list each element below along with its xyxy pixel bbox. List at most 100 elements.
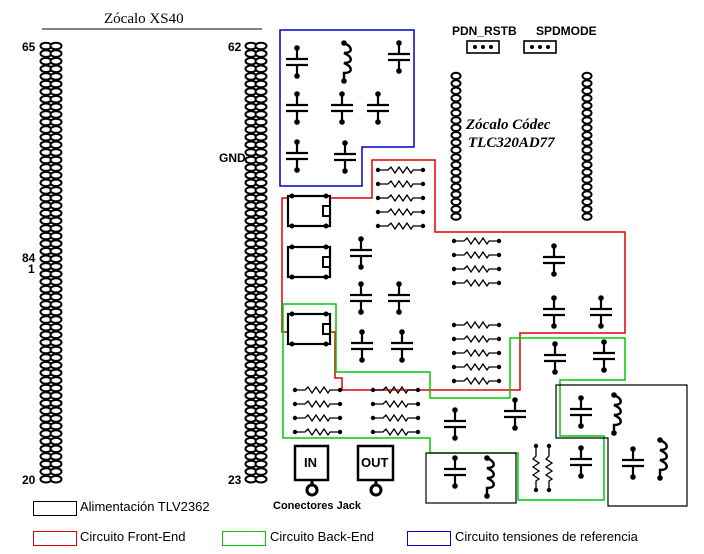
socket-left-pad-row — [39, 322, 63, 332]
socket-left-pad-row — [39, 246, 63, 256]
res-body — [378, 193, 423, 203]
socket-right-pad-row — [244, 64, 268, 74]
ref-capacitor — [388, 40, 410, 74]
pad — [49, 216, 63, 226]
socket-right-pad-row — [244, 148, 268, 157]
codec-right-pad — [581, 108, 593, 118]
ic-footprints — [286, 193, 332, 347]
pad — [254, 429, 268, 438]
socket-left-pad-row — [39, 398, 63, 408]
pad — [49, 87, 63, 96]
codec-left-pad — [450, 116, 462, 125]
cap-pad — [630, 474, 636, 480]
socket-left-pad-row — [39, 292, 63, 302]
socket-left-pad-row — [39, 41, 63, 51]
socket-left-pad-row — [39, 193, 63, 203]
pad — [254, 452, 268, 461]
socket-right-pad-row — [244, 94, 268, 104]
codec-right-pad — [581, 175, 593, 184]
socket-right-pad-row — [244, 155, 268, 165]
socket-right-pad-row — [244, 239, 268, 248]
socket-left-pad-row — [39, 452, 63, 461]
back-end-resistor — [292, 385, 343, 395]
pad — [254, 368, 268, 378]
pad — [254, 186, 268, 195]
legend-swatch-supply — [33, 501, 77, 516]
pdn-rstb-label: PDN_RSTB — [452, 24, 517, 38]
pad — [254, 345, 268, 355]
ref-capacitor — [367, 91, 389, 125]
socket-right-pad-row — [244, 216, 268, 226]
pad — [254, 353, 268, 362]
socket-left-pad-row — [39, 239, 63, 248]
cap-pad — [399, 329, 405, 335]
pad — [49, 269, 63, 279]
pad — [49, 262, 63, 271]
cap-pad — [552, 369, 558, 375]
res-body — [295, 413, 340, 423]
pin-label-84: 84 — [22, 251, 36, 265]
cap-pad — [399, 357, 405, 363]
socket-right-pad-row — [244, 193, 268, 203]
socket-left-pad-row — [39, 208, 63, 218]
socket-left-pad-row — [39, 178, 63, 188]
socket-right-pad-row — [244, 436, 268, 446]
pad — [49, 338, 63, 347]
res-body — [454, 362, 499, 372]
pad — [254, 246, 268, 256]
legend-label-back-end: Circuito Back-End — [270, 529, 375, 544]
socket-left-pad-row — [39, 87, 63, 96]
pad — [254, 148, 268, 157]
socket-left-pad-row — [39, 376, 63, 385]
res-body — [378, 207, 423, 217]
pad — [254, 79, 268, 89]
socket-left-pad-row — [39, 467, 63, 476]
ind-coil — [342, 41, 352, 81]
socket-right-pad-row — [244, 300, 268, 309]
ic-pin — [289, 244, 295, 250]
ic-pin — [323, 244, 329, 250]
socket-right-pad-row — [244, 467, 268, 476]
pad — [49, 231, 63, 241]
socket-right-pad-row — [244, 117, 268, 127]
socket-left-pad-row — [39, 284, 63, 294]
pad — [49, 406, 63, 416]
socket-left-pad-row — [39, 383, 63, 393]
res-body — [373, 399, 418, 409]
codec-left-pad — [450, 108, 462, 118]
pad — [49, 467, 63, 476]
socket-right-pad-row — [244, 444, 268, 454]
pad — [254, 254, 268, 264]
pad — [49, 125, 63, 134]
socket-right-pad-row — [244, 383, 268, 393]
cap-pad — [578, 445, 584, 451]
pad — [49, 72, 63, 81]
header-pin — [538, 45, 542, 49]
codec-right-pad — [581, 160, 593, 170]
res-body — [378, 165, 423, 175]
pad — [254, 269, 268, 279]
cap-pad — [551, 271, 557, 277]
front-end-resistor — [451, 334, 502, 344]
socket-left-pad-row — [39, 459, 63, 469]
pad — [49, 254, 63, 264]
supply-region-left — [425, 452, 517, 504]
cap-pad — [452, 483, 458, 489]
pad — [49, 186, 63, 195]
cap-pad — [396, 68, 402, 74]
pad-group — [39, 41, 593, 484]
socket-left-pad-row — [39, 338, 63, 347]
back-end-resistor — [370, 427, 421, 437]
front-end-resistor — [451, 264, 502, 274]
back-end-resistor — [531, 443, 541, 493]
pad — [254, 262, 268, 271]
header-pin — [473, 45, 477, 49]
pin-label-20: 20 — [22, 473, 36, 487]
res-body — [454, 376, 499, 386]
back-end-capacitor — [570, 445, 592, 479]
header-pins — [473, 45, 550, 49]
codec-right-pad — [581, 94, 593, 103]
pad — [49, 322, 63, 332]
cap-pad — [551, 295, 557, 301]
